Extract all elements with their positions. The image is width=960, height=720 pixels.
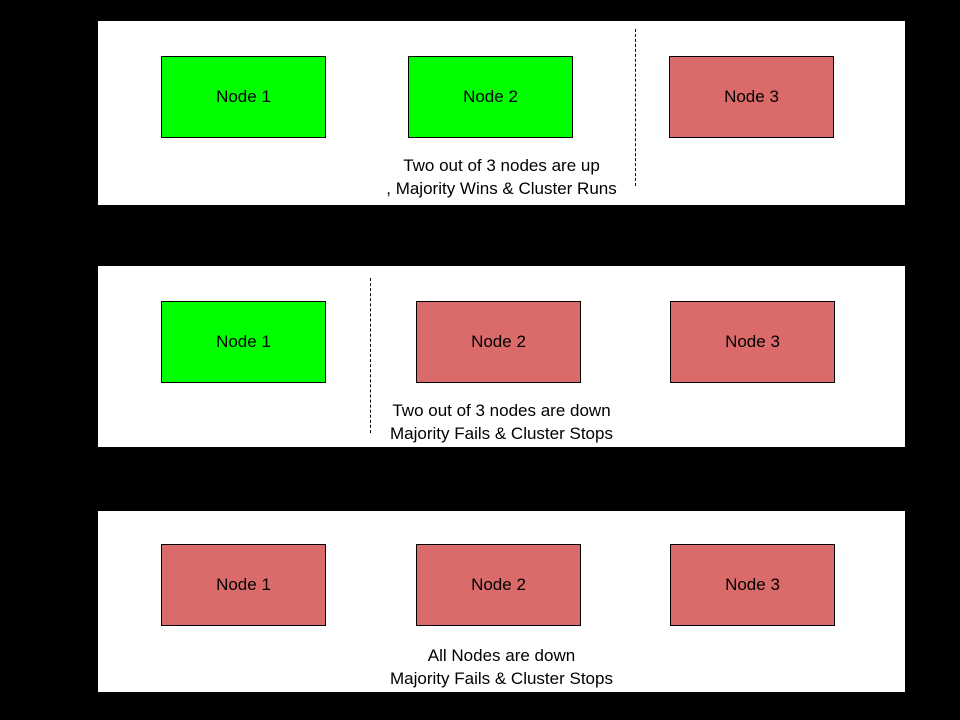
node-label: Node 3 (725, 332, 780, 351)
caption-line-1: All Nodes are down (427, 646, 576, 665)
scenario-caption: All Nodes are down Majority Fails & Clus… (98, 644, 905, 690)
node-label: Node 2 (471, 575, 526, 594)
node-3-box: Node 3 (670, 544, 835, 626)
partition-dashed-line (370, 278, 371, 433)
node-2-box: Node 2 (416, 301, 581, 383)
scenario-caption: Two out of 3 nodes are down Majority Fai… (98, 399, 905, 445)
node-label: Node 1 (216, 87, 271, 106)
scenario-caption: Two out of 3 nodes are up , Majority Win… (98, 154, 905, 200)
caption-line-2: , Majority Wins & Cluster Runs (386, 179, 617, 198)
node-label: Node 1 (216, 332, 271, 351)
scenario-panel-all-down: Node 1 Node 2 Node 3 All Nodes are down … (97, 510, 906, 693)
scenario-panel-majority-down: Node 1 Node 2 Node 3 Two out of 3 nodes … (97, 265, 906, 448)
scenario-panel-majority-up: Node 1 Node 2 Node 3 Two out of 3 nodes … (97, 20, 906, 206)
node-1-box: Node 1 (161, 301, 326, 383)
node-label: Node 3 (725, 575, 780, 594)
node-1-box: Node 1 (161, 544, 326, 626)
node-1-box: Node 1 (161, 56, 326, 138)
node-2-box: Node 2 (416, 544, 581, 626)
node-2-box: Node 2 (408, 56, 573, 138)
caption-line-2: Majority Fails & Cluster Stops (390, 669, 613, 688)
caption-line-2: Majority Fails & Cluster Stops (390, 424, 613, 443)
caption-line-1: Two out of 3 nodes are down (392, 401, 611, 420)
node-label: Node 1 (216, 575, 271, 594)
partition-dashed-line (635, 29, 636, 186)
caption-line-1: Two out of 3 nodes are up (403, 156, 600, 175)
node-label: Node 2 (463, 87, 518, 106)
node-3-box: Node 3 (670, 301, 835, 383)
node-3-box: Node 3 (669, 56, 834, 138)
node-label: Node 2 (471, 332, 526, 351)
node-label: Node 3 (724, 87, 779, 106)
